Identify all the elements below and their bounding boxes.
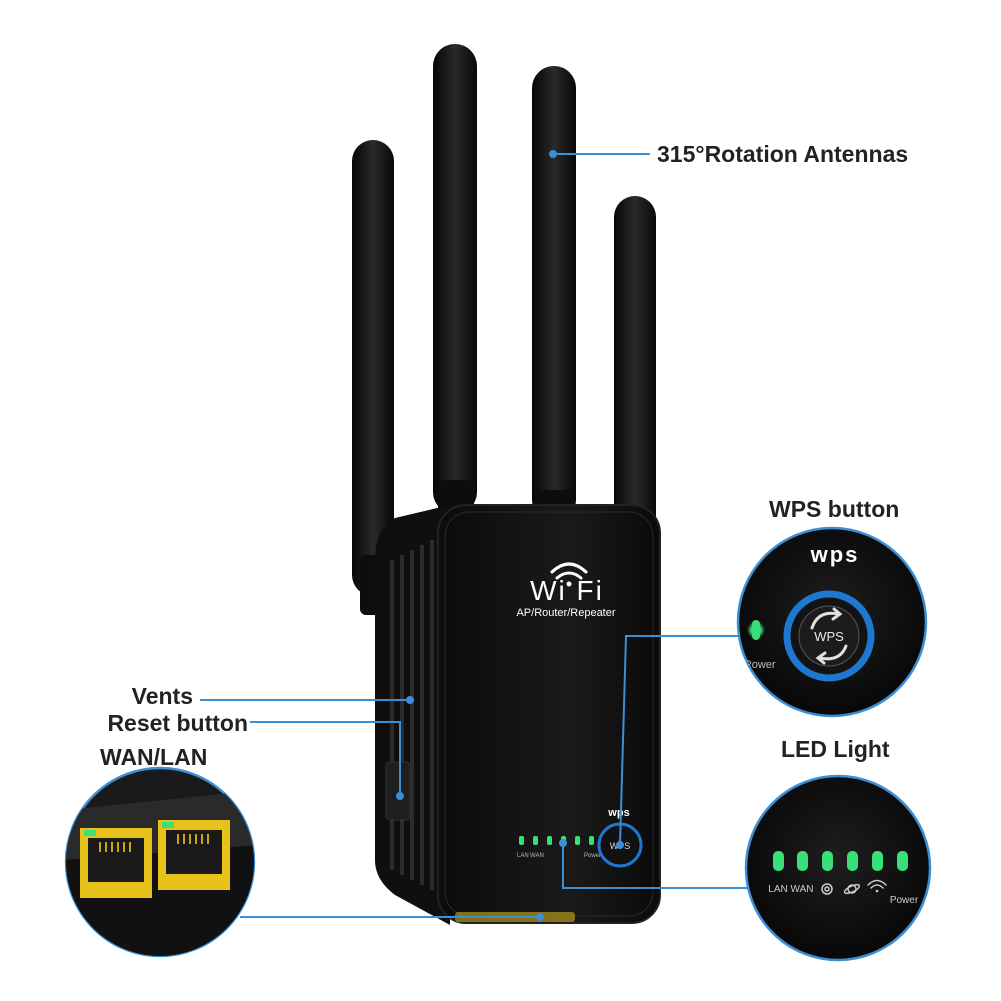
callout-reset-button: Reset button	[107, 710, 248, 736]
repeater-body: Wi Fi AP/Router/Repeater LAN WAN Power w…	[375, 504, 661, 925]
callout-wan-lan: WAN/LAN	[100, 744, 208, 770]
refresh-arrows-icon	[810, 607, 848, 665]
front-wps-text: wps	[607, 807, 629, 819]
port-zoom-inset	[64, 766, 256, 958]
target-icon	[821, 883, 833, 895]
wps-zoom-inset: wps Power WPS	[736, 526, 928, 718]
front-led-labels: LAN WAN Power	[517, 853, 601, 859]
callout-led-light: LED Light	[781, 736, 890, 762]
zoom-power-label: Power	[744, 659, 776, 671]
wifi-signal-icon	[550, 562, 588, 587]
wifi-icon	[867, 879, 887, 893]
zoom-led-row	[773, 851, 908, 871]
callout-wps-button: WPS button	[769, 496, 900, 522]
callout-lines	[200, 150, 748, 921]
callout-antennas: 315°Rotation Antennas	[657, 141, 909, 167]
ethernet-port-1	[80, 828, 152, 898]
zoom-led-label-wan: WAN	[791, 884, 814, 895]
antenna-2	[433, 44, 477, 520]
zoom-led-label-lan: LAN	[768, 884, 787, 895]
front-led-label-power: Power	[584, 853, 601, 859]
callout-vents: Vents	[131, 683, 193, 709]
side-vents	[390, 540, 434, 890]
zoom-wps-button-label: WPS	[814, 629, 844, 644]
antenna-3	[532, 66, 576, 524]
wifi-wordmark: Wi Fi	[530, 575, 604, 606]
mode-label: AP/Router/Repeater	[516, 607, 615, 619]
planet-icon	[843, 883, 861, 895]
zoom-led-label-power: Power	[890, 895, 919, 906]
front-led-row	[519, 836, 594, 845]
front-led-label-wan: WAN	[530, 853, 544, 859]
front-led-label-lan: LAN	[517, 853, 529, 859]
zoom-wps-label: wps	[810, 542, 860, 567]
ethernet-port-2	[158, 820, 230, 890]
reset-port	[385, 761, 411, 821]
led-zoom-inset: LAN WAN Power	[744, 774, 932, 962]
